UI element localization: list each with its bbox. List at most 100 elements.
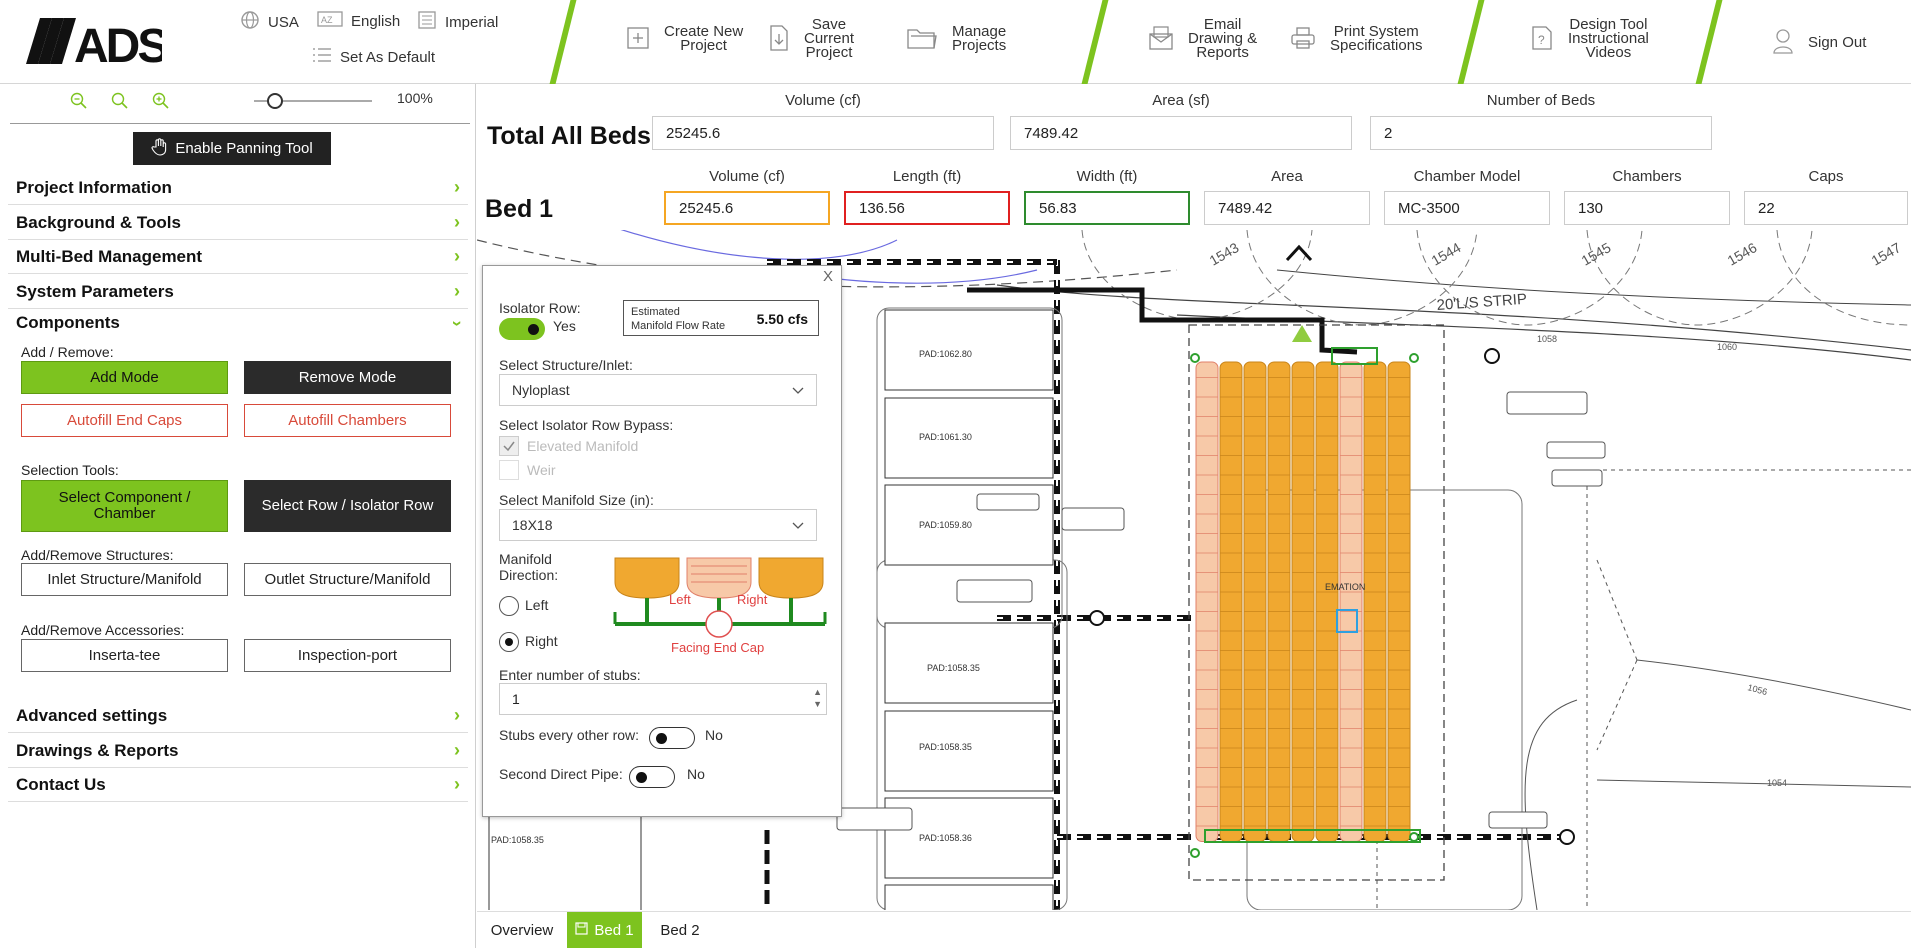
site-plan-drawing[interactable]: 1543 1544 1545 1546 1547 20'L/S STRIP xyxy=(477,230,1911,910)
email-drawing-reports-button[interactable]: Email Drawing & Reports xyxy=(1148,17,1257,60)
svg-text:?: ? xyxy=(1538,33,1545,47)
contour-label: 1060 xyxy=(1717,342,1737,352)
set-default-label: Set As Default xyxy=(340,48,436,66)
chevron-down-icon: › xyxy=(447,320,468,326)
print-specifications-button[interactable]: Print System Specifications xyxy=(1290,24,1423,53)
create-new-project-button[interactable]: Create New Project xyxy=(626,23,744,54)
structure-inlet-select[interactable]: Nyloplast xyxy=(499,374,817,406)
structure-label: EMATION xyxy=(1325,582,1365,592)
ruler-icon xyxy=(417,10,437,34)
user-icon xyxy=(1772,28,1794,57)
lot-label: 1544 xyxy=(1429,239,1464,269)
top-toolbar: ADS USA AZ English Imperial Set As Defau… xyxy=(0,0,1911,84)
stubs-every-other-toggle[interactable] xyxy=(649,727,695,749)
chevron-right-icon: › xyxy=(454,740,460,760)
zoom-fit-icon[interactable] xyxy=(111,92,129,115)
section-advanced-settings[interactable]: Advanced settings› xyxy=(8,699,468,733)
pad-label: PAD:1061.30 xyxy=(919,432,972,442)
section-components[interactable]: Components› xyxy=(8,306,468,340)
stepper-icon[interactable]: ▲▼ xyxy=(813,687,822,709)
section-background-tools[interactable]: Background & Tools› xyxy=(8,206,468,240)
add-mode-button[interactable]: Add Mode xyxy=(21,361,228,394)
lot-label: 1547 xyxy=(1869,239,1904,269)
units-selector[interactable]: Imperial xyxy=(417,10,498,34)
ads-logo: ADS xyxy=(24,14,171,73)
weir-label: Weir xyxy=(527,462,556,478)
tab-bed-2[interactable]: Bed 2 xyxy=(660,922,700,939)
direction-right-radio[interactable] xyxy=(499,632,519,652)
isolator-row-toggle[interactable] xyxy=(499,318,545,340)
zoom-slider-track[interactable] xyxy=(254,100,372,102)
total-area-field[interactable]: 7489.42 xyxy=(1010,116,1352,150)
total-volume-field[interactable]: 25245.6 xyxy=(652,116,994,150)
enable-panning-tool-button[interactable]: Enable Panning Tool xyxy=(133,132,331,165)
section-label: Project Information xyxy=(16,177,172,197)
country-selector[interactable]: USA xyxy=(240,10,299,34)
inlet-structure-button[interactable]: Inlet Structure/Manifold xyxy=(21,563,228,596)
second-direct-pipe-toggle[interactable] xyxy=(629,766,675,788)
select-row-button[interactable]: Select Row / Isolator Row xyxy=(244,480,451,532)
remove-mode-button[interactable]: Remove Mode xyxy=(244,361,451,394)
section-contact-us[interactable]: Contact Us › xyxy=(8,768,468,802)
direction-left-label: Left xyxy=(525,597,549,613)
chevron-right-icon: › xyxy=(454,774,460,794)
instructional-videos-button[interactable]: ? Design Tool Instructional Videos xyxy=(1530,17,1649,60)
zoom-out-icon[interactable] xyxy=(70,92,88,115)
chamber-row xyxy=(1291,361,1315,842)
bed-width-field[interactable]: 56.83 xyxy=(1024,191,1190,225)
outlet-structure-button[interactable]: Outlet Structure/Manifold xyxy=(244,563,451,596)
weir-checkbox[interactable] xyxy=(499,460,519,480)
second-direct-pipe-label: Second Direct Pipe: xyxy=(499,766,623,782)
zoom-in-icon[interactable] xyxy=(152,92,170,115)
caps-field[interactable]: 22 xyxy=(1744,191,1908,225)
bed-volume-field[interactable]: 25245.6 xyxy=(664,191,830,225)
divider xyxy=(1081,0,1109,84)
autofill-chambers-button[interactable]: Autofill Chambers xyxy=(244,404,451,437)
selection-tools-label: Selection Tools: xyxy=(21,462,119,478)
elevated-manifold-checkbox[interactable] xyxy=(499,436,519,456)
section-multi-bed-management[interactable]: Multi-Bed Management› xyxy=(8,240,468,274)
manifold-size-select[interactable]: 18X18 xyxy=(499,509,817,541)
lot-label: 1545 xyxy=(1579,239,1614,269)
section-system-parameters[interactable]: System Parameters› xyxy=(8,275,468,309)
bed-area-field[interactable]: 7489.42 xyxy=(1204,191,1370,225)
chamber-row xyxy=(1363,361,1387,842)
section-drawings-reports[interactable]: Drawings & Reports› xyxy=(8,734,468,768)
caps-label: Caps xyxy=(1808,168,1844,185)
accessories-label: Add/Remove Accessories: xyxy=(21,622,185,638)
list-icon xyxy=(312,46,332,68)
direction-left-radio[interactable] xyxy=(499,596,519,616)
sign-out-button[interactable]: Sign Out xyxy=(1772,28,1866,57)
divider xyxy=(549,0,577,84)
create-label: Create New Project xyxy=(664,23,744,54)
autofill-end-caps-button[interactable]: Autofill End Caps xyxy=(21,404,228,437)
chamber-bed[interactable] xyxy=(1195,361,1411,842)
section-label: Contact Us xyxy=(16,774,106,794)
chamber-model-field[interactable]: MC-3500 xyxy=(1384,191,1550,225)
manage-projects-button[interactable]: Manage Projects xyxy=(906,24,1006,53)
sidebar: 100% Enable Panning Tool Project Informa… xyxy=(0,84,476,948)
tab-overview[interactable]: Overview xyxy=(490,922,554,939)
select-component-button[interactable]: Select Component / Chamber xyxy=(21,480,228,532)
set-as-default[interactable]: Set As Default xyxy=(312,46,435,68)
stubs-value: 1 xyxy=(512,691,520,707)
section-project-information[interactable]: Project Information› xyxy=(8,171,468,205)
language-selector[interactable]: AZ English xyxy=(317,10,400,32)
tab-bed-1[interactable]: Bed 1 xyxy=(567,912,642,948)
diagram-right-label: Right xyxy=(737,592,768,607)
chevron-down-icon xyxy=(792,517,804,533)
bed-title: Bed 1 xyxy=(485,195,554,223)
save-label: Save Current Project xyxy=(804,16,855,61)
isolator-row xyxy=(1195,361,1219,842)
number-of-beds-field[interactable]: 2 xyxy=(1370,116,1712,150)
close-icon[interactable]: X xyxy=(822,268,833,285)
stubs-input[interactable]: 1 ▲▼ xyxy=(499,683,827,715)
bed-length-field[interactable]: 136.56 xyxy=(844,191,1010,225)
printer-icon xyxy=(1290,26,1316,53)
inspection-port-button[interactable]: Inspection-port xyxy=(244,639,451,672)
zoom-slider-handle[interactable] xyxy=(267,93,284,109)
contour-label: 1056 xyxy=(1746,682,1768,697)
chambers-field[interactable]: 130 xyxy=(1564,191,1730,225)
save-current-project-button[interactable]: Save Current Project xyxy=(768,16,855,61)
inserta-tee-button[interactable]: Inserta-tee xyxy=(21,639,228,672)
